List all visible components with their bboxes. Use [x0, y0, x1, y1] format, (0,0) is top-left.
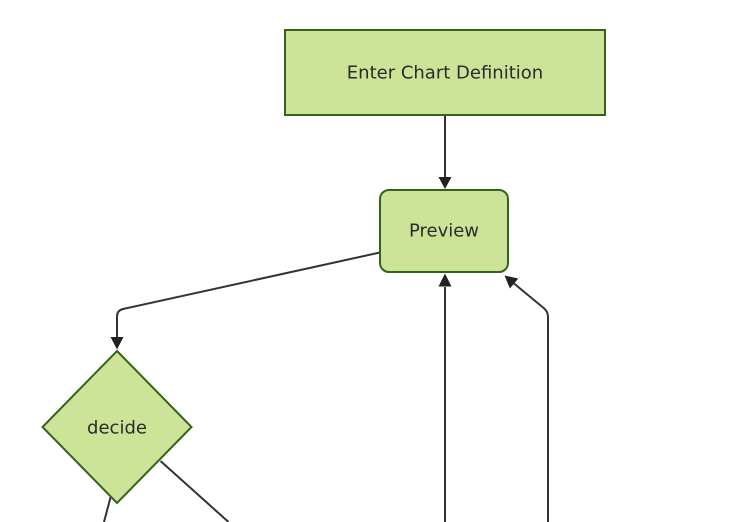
- edge-line: [116, 251, 381, 337]
- node-label: Preview: [409, 221, 479, 242]
- edge-bottom-to-preview-1: [438, 273, 452, 522]
- edge-line: [513, 282, 549, 522]
- node-preview: Preview: [379, 189, 509, 273]
- diamond-shape: [41, 349, 193, 505]
- node-label: decide: [87, 418, 147, 439]
- node-enter-chart-definition: Enter Chart Definition: [284, 29, 606, 116]
- edge-preview-to-decide: [110, 251, 381, 350]
- edge-decide-to-offscreen-left: [103, 496, 112, 522]
- rectangle-shape: [284, 29, 606, 116]
- arrowhead-up-icon: [438, 273, 452, 287]
- edge-decide-to-offscreen-right: [159, 460, 230, 522]
- edge-bottom-to-preview-2: [504, 275, 549, 522]
- arrowhead-up-left-icon: [504, 275, 519, 289]
- edge-line: [103, 496, 112, 522]
- edge-line: [159, 460, 230, 522]
- rounded-rectangle-shape: [379, 189, 509, 273]
- arrowhead-down-icon: [110, 337, 124, 350]
- node-label: Enter Chart Definition: [347, 63, 543, 84]
- edge-enter-to-preview: [438, 116, 452, 189]
- arrowhead-down-icon: [438, 177, 452, 189]
- node-decide: decide: [41, 349, 193, 505]
